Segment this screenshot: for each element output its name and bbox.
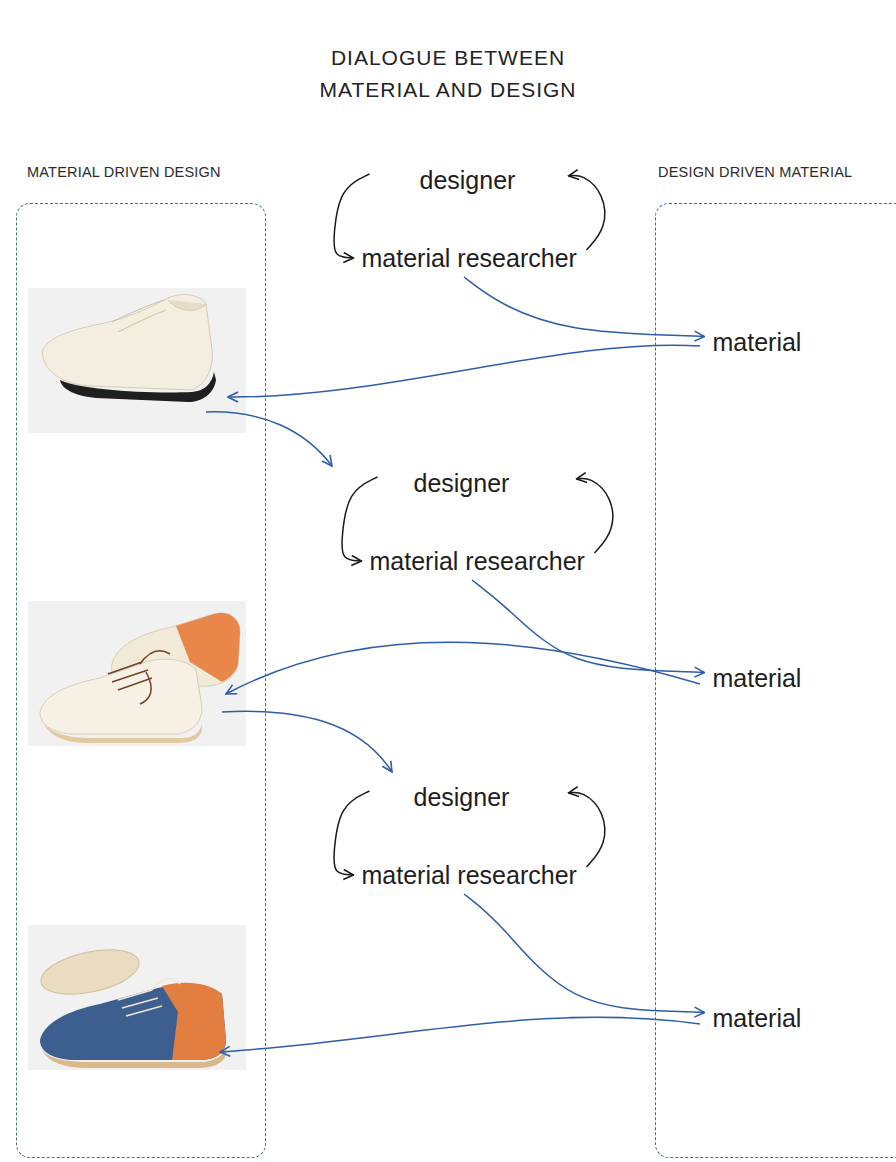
flow-arrow [228,345,700,397]
region-panel: DESIGN DRIVEN MATERIALmaterialmaterialma… [655,203,896,1158]
shoe-sole [44,724,202,743]
region-heading: MATERIAL DRIVEN DESIGN [27,164,265,180]
node-label: designer [414,469,510,497]
material-label: material [709,661,807,695]
role-label: material researcher [358,241,583,275]
shoe-upper [40,659,202,734]
flow-arrow [206,412,332,466]
flow-arrow [222,711,392,772]
flow-arrow [569,175,605,250]
node-label: material researcher [362,861,577,889]
photo-ground [28,925,246,1070]
shoe-heel [162,983,226,1060]
shoe-laces [108,651,170,704]
shoe-upper [42,295,212,390]
node-label: material [713,328,802,356]
region-panel: MATERIAL DRIVEN DESIGN [16,203,266,1158]
node-label: material researcher [370,547,585,575]
role-label: designer [410,466,515,500]
shoe-sole [37,942,143,1002]
role-label: material researcher [358,858,583,892]
node-label: material [713,664,802,692]
node-label: designer [414,783,510,811]
material-label: material [709,325,807,359]
shoe-collar [168,300,206,310]
flow-arrow [220,1017,700,1052]
flow-arrow [464,277,705,337]
shoe-sole [60,372,216,402]
node-label: material [713,1004,802,1032]
flow-arrow [464,894,705,1013]
region-heading: DESIGN DRIVEN MATERIAL [658,164,896,180]
shoe-photo [28,601,246,746]
shoe-laces [118,979,180,1016]
node-label: designer [420,166,516,194]
shoe-laces [112,300,166,332]
role-label: designer [410,780,515,814]
flow-arrow [472,580,705,673]
photo-ground [28,601,246,746]
shoe-sole [42,1046,226,1068]
shoe-photo [28,925,246,1070]
diagram-title: DIALOGUE BETWEEN MATERIAL AND DESIGN [303,42,593,106]
flow-arrow [577,478,613,553]
node-label: material researcher [362,244,577,272]
flow-arrow [226,642,700,694]
role-label: material researcher [366,544,591,578]
flow-arrow [569,792,605,867]
title-block: DIALOGUE BETWEEN MATERIAL AND DESIGN [303,42,593,106]
material-label: material [709,1001,807,1035]
role-label: designer [416,163,521,197]
